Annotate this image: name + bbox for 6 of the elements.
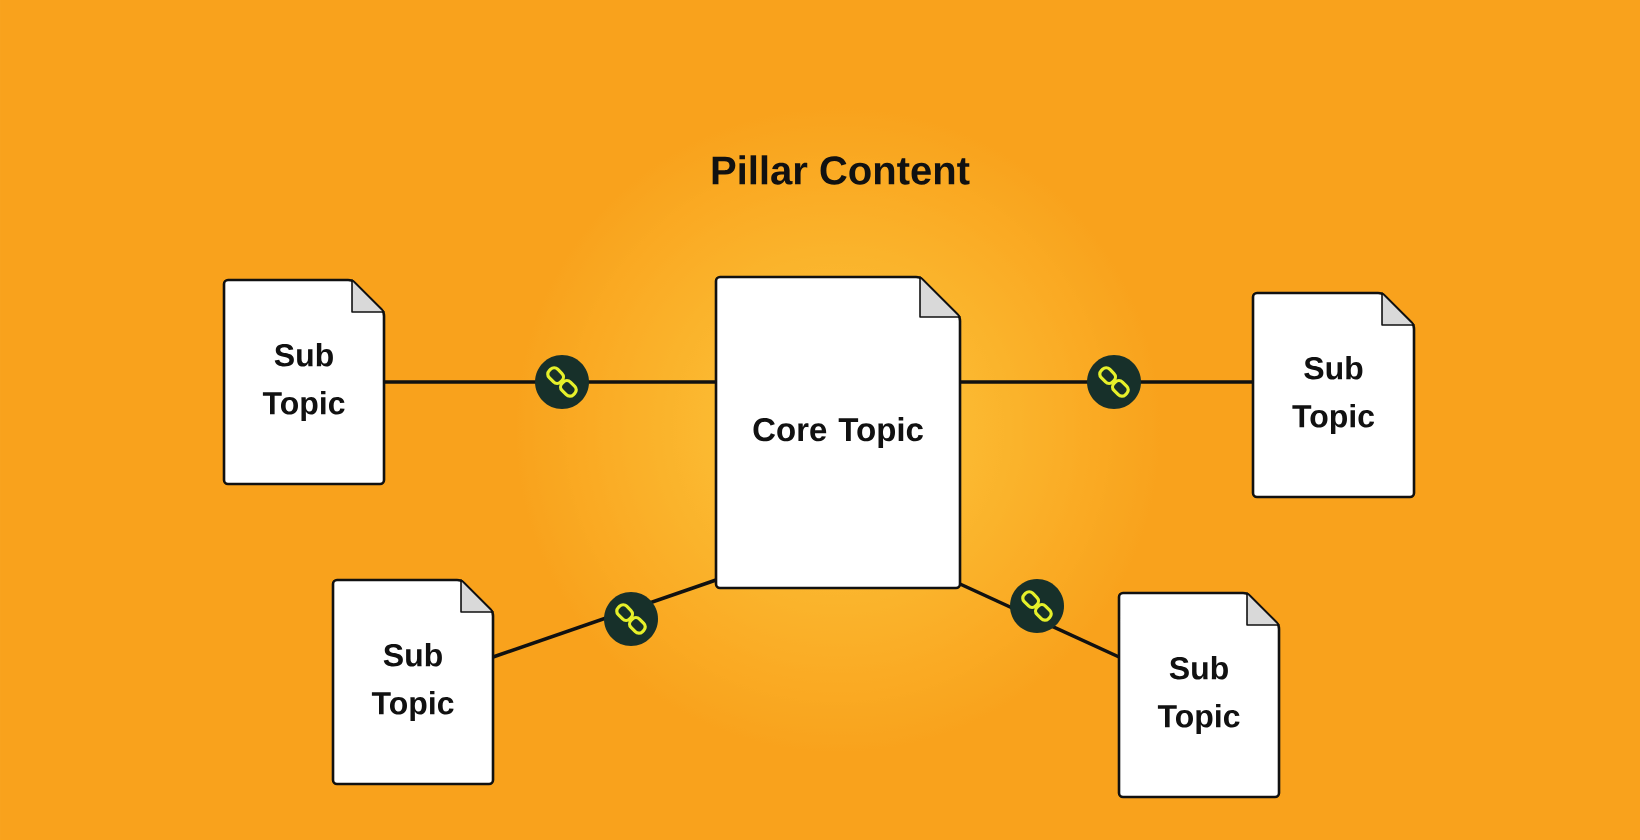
document-box: Sub Topic <box>1251 291 1416 499</box>
document-box: Sub Topic <box>1117 591 1281 799</box>
document-box: Sub Topic <box>222 278 386 486</box>
document-box: Sub Topic <box>331 578 495 786</box>
document-box: Core Topic <box>714 275 962 590</box>
title: Pillar Content <box>712 155 970 185</box>
